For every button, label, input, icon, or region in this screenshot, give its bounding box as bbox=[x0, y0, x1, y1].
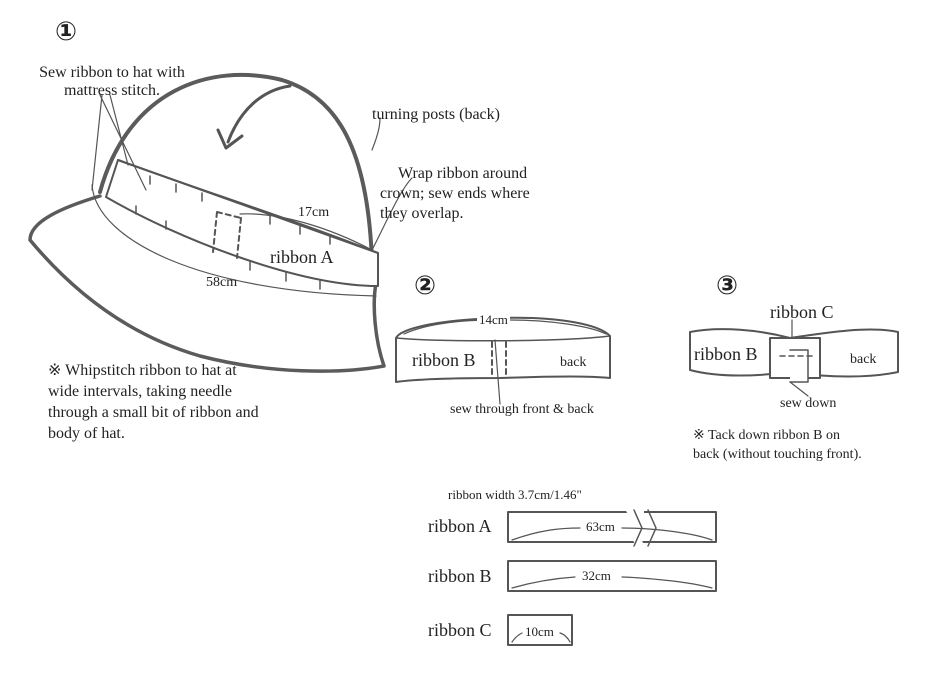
whipstitch-marks bbox=[135, 175, 331, 290]
step3-illustration bbox=[689, 319, 899, 397]
tack-note-line1: ※ Tack down ribbon B on bbox=[693, 428, 840, 443]
ribbon-a-band bbox=[105, 159, 379, 287]
ribbon-a-label: ribbon A bbox=[270, 247, 334, 267]
cut-ribbon-c-length: 10cm bbox=[523, 624, 556, 640]
sew-through-note: sew through front & back bbox=[450, 402, 594, 417]
back-label: back bbox=[560, 355, 587, 370]
ribbon-b-length: 14cm bbox=[477, 312, 510, 328]
cut-ribbon-c-label: ribbon C bbox=[428, 620, 492, 640]
sew-down-label: sew down bbox=[780, 396, 837, 411]
hat-brim bbox=[28, 194, 386, 373]
wrap-note-line1: Wrap ribbon around bbox=[398, 165, 528, 182]
ribbon-b-loop bbox=[395, 316, 611, 383]
sew-note: Sew ribbon to hat with mattress stitch. bbox=[39, 64, 185, 100]
ribbon-c-label: ribbon C bbox=[770, 302, 834, 322]
step3-marker: ③ bbox=[716, 271, 739, 301]
cut-ribbon-b-label: ribbon B bbox=[428, 566, 492, 586]
whip-note-line3: through a small bit of ribbon and bbox=[48, 404, 259, 421]
whip-note-line2: wide intervals, taking needle bbox=[48, 383, 232, 400]
tack-note-line2: back (without touching front). bbox=[693, 447, 862, 462]
cut-ribbon-a bbox=[507, 511, 717, 543]
cut-ribbon-a-label: ribbon A bbox=[428, 516, 492, 536]
step1-marker: ① bbox=[55, 17, 78, 47]
overlap-dashes bbox=[212, 211, 242, 259]
ribbon-width-note: ribbon width 3.7cm/1.46" bbox=[448, 487, 582, 502]
turn-arrow bbox=[226, 84, 292, 144]
step2-illustration bbox=[395, 316, 611, 405]
hat-illustration bbox=[28, 72, 413, 373]
cut-ribbon-b bbox=[507, 560, 717, 592]
cutting-guide bbox=[507, 506, 717, 646]
back-label-step3: back bbox=[850, 352, 877, 367]
turning-posts-label: turning posts (back) bbox=[372, 106, 500, 123]
overlap-dimension: 17cm bbox=[298, 205, 330, 220]
wrap-note-line3: they overlap. bbox=[380, 205, 464, 222]
ribbon-b-label: ribbon B bbox=[412, 350, 476, 370]
circumference-arc bbox=[91, 184, 377, 297]
hat-crown bbox=[98, 72, 374, 264]
ribbon-b-label-step3: ribbon B bbox=[694, 344, 758, 364]
step2-marker: ② bbox=[414, 271, 437, 301]
whip-note-line1: ※ Whipstitch ribbon to hat at bbox=[48, 362, 237, 379]
wrap-note-line2: crown; sew ends where bbox=[380, 185, 530, 202]
whip-note-line4: body of hat. bbox=[48, 425, 125, 442]
cut-ribbon-b-length: 32cm bbox=[580, 568, 613, 584]
cut-ribbon-c bbox=[507, 614, 573, 646]
cut-ribbon-a-length: 63cm bbox=[584, 519, 617, 535]
circumference-dimension: 58cm bbox=[206, 275, 238, 290]
